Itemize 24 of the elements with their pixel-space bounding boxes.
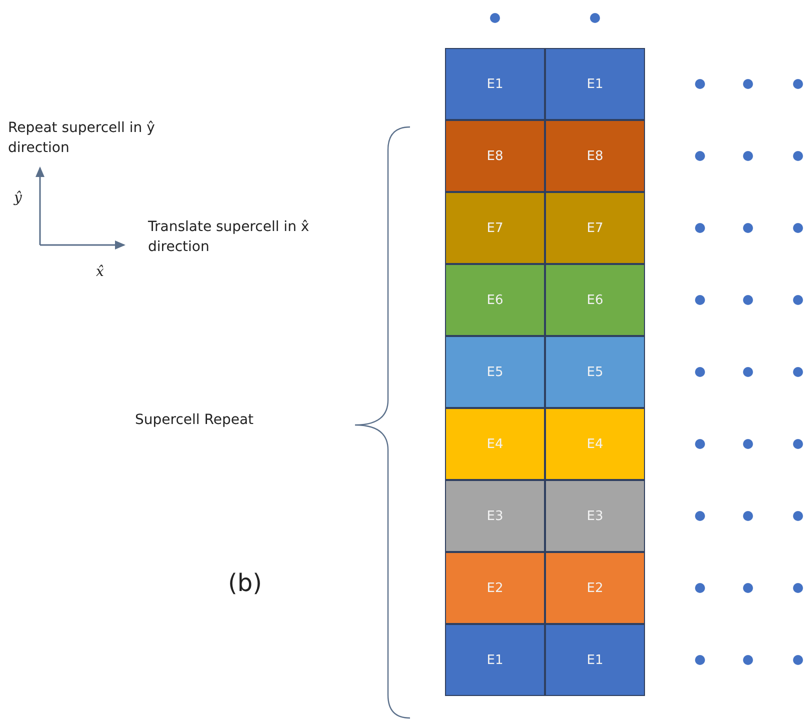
supercell-cell: E5	[545, 336, 645, 408]
supercell-cell: E4	[445, 408, 545, 480]
supercell-cell: E2	[545, 552, 645, 624]
supercell-cell: E2	[445, 552, 545, 624]
panel-label: (b)	[228, 568, 262, 598]
supercell-cell: E4	[545, 408, 645, 480]
supercell-cell: E1	[545, 624, 645, 696]
supercell-cell: E3	[545, 480, 645, 552]
supercell-cell: E1	[545, 48, 645, 120]
supercell-cell: E6	[445, 264, 545, 336]
supercell-cell: E1	[445, 624, 545, 696]
supercell-cell: E8	[445, 120, 545, 192]
translate-direction-text: Translate supercell in x̂ direction	[148, 218, 310, 257]
supercell-cell: E3	[445, 480, 545, 552]
axis-label: x̂	[96, 263, 104, 282]
repeat-direction-text: Repeat supercell in ŷ direction	[8, 119, 156, 158]
supercell-cell: E5	[445, 336, 545, 408]
supercell-cell: E6	[545, 264, 645, 336]
supercell-cell: E7	[545, 192, 645, 264]
supercell-cell: E7	[445, 192, 545, 264]
brace-label: Supercell Repeat	[135, 411, 254, 430]
supercell-cell: E8	[545, 120, 645, 192]
supercell-cell: E1	[445, 48, 545, 120]
axis-label: ŷ	[14, 189, 22, 208]
